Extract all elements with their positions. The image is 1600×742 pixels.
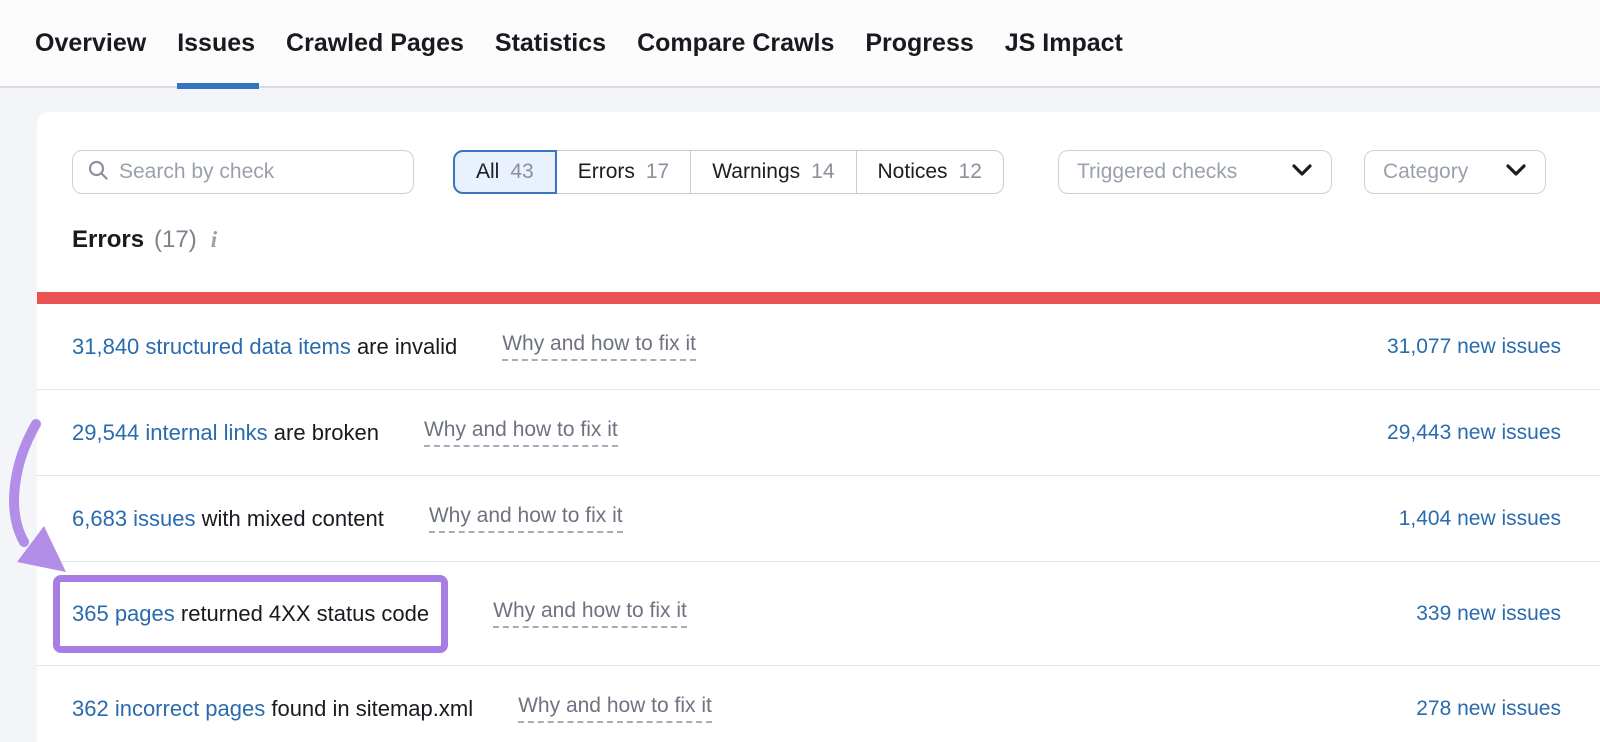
filter-all-count: 43 [510,160,534,183]
category-dropdown[interactable]: Category [1364,150,1546,194]
errors-count: (17) [154,226,197,253]
tab-overview[interactable]: Overview [35,28,147,57]
issue-text: 6,683 issues with mixed content [72,506,384,532]
issue-row: 31,840 structured data items are invalid… [37,304,1600,390]
issue-rest: are invalid [350,333,458,359]
issue-text: 29,544 internal links are broken [72,420,379,446]
issue-link[interactable]: 6,683 issues [72,505,196,531]
top-nav: Overview Issues Crawled Pages Statistics… [0,0,1600,89]
issue-link[interactable]: 365 pages [72,600,175,626]
severity-filter-group: All 43 Errors 17 Warnings 14 Notices 12 [453,150,1004,194]
tab-js-impact[interactable]: JS Impact [1004,28,1123,57]
new-issues-link[interactable]: 339 new issues [1416,601,1561,625]
new-issues-link[interactable]: 31,077 new issues [1387,334,1561,358]
errors-severity-bar [37,292,1600,304]
tab-statistics[interactable]: Statistics [494,28,607,57]
filter-warnings-label: Warnings [712,160,801,183]
filter-errors-label: Errors [577,160,635,183]
issue-rest: with mixed content [195,505,384,531]
new-issues-link[interactable]: 29,443 new issues [1387,420,1561,444]
why-how-to-fix-link[interactable]: Why and how to fix it [493,599,687,628]
issue-text: 362 incorrect pages found in sitemap.xml [72,696,473,722]
issues-card: All 43 Errors 17 Warnings 14 Notices 12 … [37,112,1600,742]
issues-list: 31,840 structured data items are invalid… [37,304,1600,742]
issue-row: 29,544 internal links are broken Why and… [37,390,1600,476]
chevron-down-icon [1505,163,1527,182]
filter-notices[interactable]: Notices 12 [855,150,1004,194]
tab-issues[interactable]: Issues [177,0,259,89]
why-how-to-fix-link[interactable]: Why and how to fix it [518,694,712,723]
issue-rest: found in sitemap.xml [265,695,474,721]
triggered-checks-label: Triggered checks [1077,160,1238,183]
filter-warnings[interactable]: Warnings 14 [690,150,857,194]
filter-all[interactable]: All 43 [453,150,557,194]
issue-row: 362 incorrect pages found in sitemap.xml… [37,666,1600,742]
filter-warnings-count: 14 [811,160,835,183]
triggered-checks-dropdown[interactable]: Triggered checks [1058,150,1332,194]
category-label: Category [1383,160,1469,183]
filter-all-label: All [476,160,500,183]
tab-compare-crawls[interactable]: Compare Crawls [637,28,835,57]
tab-crawled-pages[interactable]: Crawled Pages [286,28,464,57]
issue-row: 6,683 issues with mixed content Why and … [37,476,1600,562]
issue-link[interactable]: 362 incorrect pages [72,695,266,721]
search-input[interactable] [119,160,399,184]
why-how-to-fix-link[interactable]: Why and how to fix it [428,504,623,533]
filter-errors-count: 17 [645,160,670,183]
issue-link[interactable]: 29,544 internal links [72,419,268,445]
filter-notices-label: Notices [877,160,948,183]
errors-section-header: Errors (17) i [72,226,217,254]
chevron-down-icon [1291,163,1313,182]
info-icon[interactable]: i [210,227,218,252]
why-how-to-fix-link[interactable]: Why and how to fix it [502,332,696,361]
annotation-highlight-box: 365 pages returned 4XX status code [53,574,449,653]
search-by-check-field[interactable] [72,150,414,194]
issue-rest: returned 4XX status code [174,600,430,626]
issue-text: 365 pages returned 4XX status code [72,601,429,627]
issue-rest: are broken [267,419,379,445]
search-icon [87,159,109,186]
filter-notices-count: 12 [958,160,982,183]
filter-errors[interactable]: Errors 17 [555,150,692,194]
new-issues-link[interactable]: 278 new issues [1416,696,1561,720]
new-issues-link[interactable]: 1,404 new issues [1398,506,1561,530]
errors-title: Errors [72,226,145,253]
issue-link[interactable]: 31,840 structured data items [72,333,351,359]
issue-row-highlighted: 365 pages returned 4XX status code Why a… [37,562,1600,666]
why-how-to-fix-link[interactable]: Why and how to fix it [423,418,618,447]
tab-progress[interactable]: Progress [865,28,974,57]
issue-text: 31,840 structured data items are invalid [72,334,457,360]
